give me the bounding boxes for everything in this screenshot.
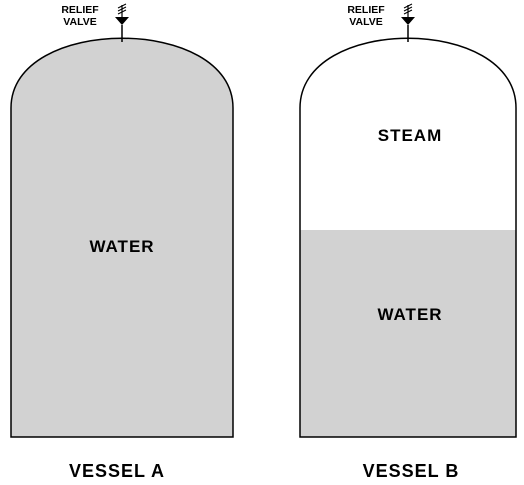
vessel-b-body bbox=[299, 37, 517, 438]
vessel-a-body bbox=[10, 37, 234, 438]
vessel-a: RELIEF VALVE WATER VESSEL A bbox=[10, 3, 234, 481]
valve-triangle-icon bbox=[401, 17, 415, 25]
vessel-b-label: VESSEL B bbox=[363, 461, 460, 481]
vessel-a-water-label: WATER bbox=[89, 237, 154, 256]
valve-triangle-icon bbox=[115, 17, 129, 25]
vessel-b-water-region bbox=[300, 230, 516, 437]
vessel-b-steam-label: STEAM bbox=[378, 126, 443, 145]
vessel-b-water-label: WATER bbox=[377, 305, 442, 324]
vessel-b: RELIEF VALVE STEAM WATER VESSEL B bbox=[299, 3, 517, 481]
vessel-b-valve-label-line2: VALVE bbox=[349, 16, 382, 28]
vessel-a-valve-label-line2: VALVE bbox=[63, 16, 96, 28]
vessel-b-valve-label-line1: RELIEF bbox=[347, 4, 385, 16]
vessel-a-relief-valve bbox=[115, 3, 129, 42]
vessel-a-valve-label-line1: RELIEF bbox=[61, 4, 99, 16]
vessel-a-label: VESSEL A bbox=[69, 461, 165, 481]
vessel-b-relief-valve bbox=[401, 3, 415, 42]
